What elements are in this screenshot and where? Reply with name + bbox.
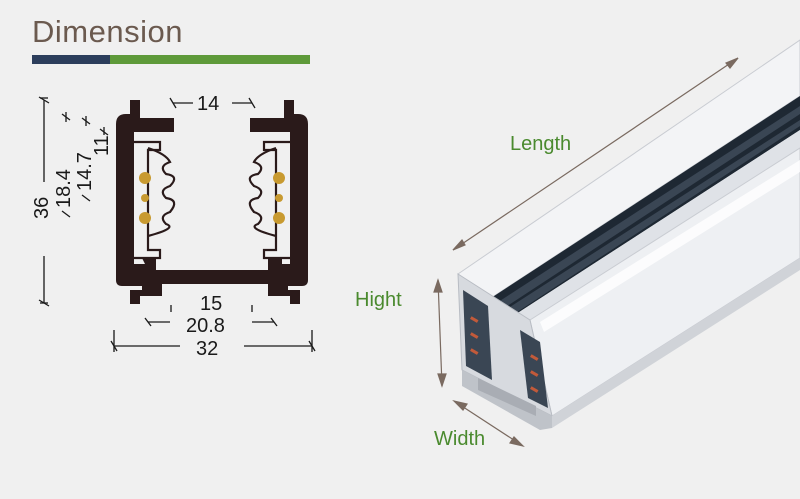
track-3d-render	[433, 39, 800, 448]
contact-left-1	[139, 172, 151, 184]
dim-text-14-7: 14.7	[74, 152, 96, 191]
title-underline-navy	[32, 55, 114, 64]
contact-right-3	[273, 212, 285, 224]
dim-text-18-4: 18.4	[53, 169, 75, 208]
contact-right-1	[273, 172, 285, 184]
dim-text-20-8: 20.8	[186, 315, 225, 337]
contact-right-2	[275, 194, 283, 202]
dim-text-32: 32	[196, 338, 218, 360]
label-height: Hight	[355, 289, 402, 311]
label-width: Width	[434, 428, 485, 450]
title-underline-green	[110, 55, 310, 64]
dim-text-15: 15	[200, 293, 222, 315]
dim-text-36: 36	[31, 197, 53, 219]
width-arrow	[453, 400, 524, 447]
dim-text-11: 11	[91, 135, 113, 156]
contact-left-2	[141, 194, 149, 202]
height-arrow	[437, 279, 443, 387]
length-arrow	[452, 57, 739, 251]
label-length: Length	[510, 133, 571, 155]
page-title: Dimension	[32, 14, 183, 49]
dim-text-14: 14	[197, 93, 219, 115]
track-profile	[116, 100, 308, 304]
contact-left-3	[139, 212, 151, 224]
